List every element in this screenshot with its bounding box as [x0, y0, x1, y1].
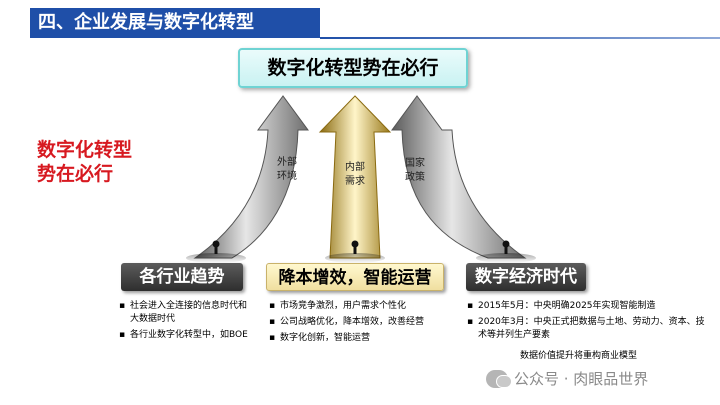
side-slogan-line-1: 数字化转型 [37, 139, 133, 161]
arrow-label-internal-l2: 需求 [345, 176, 365, 187]
category-box-industry: 各行业趋势 [121, 263, 243, 291]
bullets-industry: 社会进入全连接的信息时代和大数据时代 各行业数字化转型中，如BOE [118, 300, 248, 345]
side-slogan-line-2: 势在必行 [37, 163, 114, 185]
category-box-digital-economy: 数字经济时代 [466, 263, 586, 291]
bullets-digital-economy: 2015年5月：中央明确2025年实现智能制造 2020年3月：中央正式把数据与… [466, 300, 706, 345]
arrow-label-internal-l1: 内部 [345, 162, 365, 173]
side-slogan: 数字化转型 势在必行 [37, 138, 132, 186]
section-title: 四、企业发展与数字化转型 [30, 8, 320, 38]
bullet-item: 公司战略优化，降本增效，改善经营 [268, 316, 453, 329]
watermark: 公众号 · 肉眼品世界 [486, 368, 648, 389]
category-box-efficiency: 降本增效，智能运营 [266, 263, 444, 291]
wechat-icon [486, 369, 512, 388]
arrow-label-external: 外部 环境 [272, 156, 302, 184]
arrow-label-policy: 国家 政策 [400, 157, 430, 185]
arrow-label-external-l1: 外部 [277, 157, 297, 168]
base-marks [186, 240, 536, 263]
arrow-label-policy-l1: 国家 [405, 158, 425, 169]
bullet-item: 社会进入全连接的信息时代和大数据时代 [118, 300, 248, 326]
right-arrow [391, 95, 527, 259]
bullets-efficiency: 市场竞争激烈，用户需求个性化 公司战略优化，降本增效，改善经营 数字化创新，智能… [268, 300, 453, 348]
trailing-note: 数据价值提升将重构商业模型 [520, 351, 638, 361]
bullet-item: 2015年5月：中央明确2025年实现智能制造 [466, 300, 706, 313]
arrow-label-external-l2: 环境 [277, 171, 297, 182]
center-arrow [318, 95, 392, 259]
bullet-item: 市场竞争激烈，用户需求个性化 [268, 300, 453, 313]
watermark-text: 公众号 · 肉眼品世界 [514, 370, 649, 388]
arrow-label-internal: 内部 需求 [340, 161, 370, 189]
bullet-item: 数字化创新，智能运营 [268, 332, 453, 345]
bullet-item: 各行业数字化转型中，如BOE [118, 329, 248, 342]
bullet-item: 2020年3月：中央正式把数据与土地、劳动力、资本、技术等并列生产要素 [466, 316, 706, 342]
headline-box: 数字化转型势在必行 [238, 48, 468, 88]
arrow-label-policy-l2: 政策 [405, 172, 425, 183]
left-arrow [193, 95, 309, 259]
title-underline [320, 37, 720, 39]
